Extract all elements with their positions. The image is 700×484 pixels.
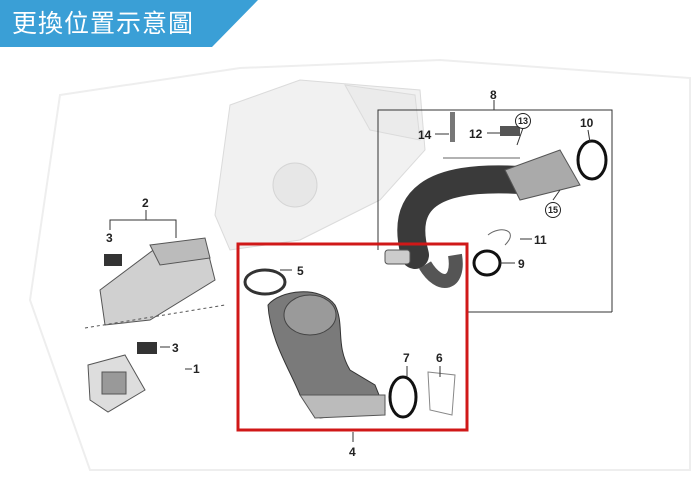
label-4: 4 [349,445,356,459]
seal-ring-9 [472,249,502,277]
label-2: 2 [142,196,149,210]
banner-title: 更換位置示意圖 [12,9,195,38]
label-14: 14 [418,128,432,142]
label-3a: 3 [106,231,113,245]
label-11: 11 [534,233,547,247]
duct-2 [99,237,216,326]
label-13: 13 [515,113,531,129]
label-3b: 3 [172,341,179,355]
seal-ring-10 [576,139,608,181]
sensor-14 [450,112,455,142]
hose-flange [504,149,581,201]
label-12: 12 [469,127,483,141]
label-6: 6 [436,351,443,365]
seal-7 [388,375,418,419]
clamp [384,249,411,265]
background-outline [28,58,691,471]
clip-6 [427,371,456,416]
inlet-1 [87,342,157,413]
label-5: 5 [297,264,304,278]
ghost-airbox [214,79,426,251]
pad-3b [137,342,157,354]
label-9: 9 [518,257,525,271]
lower-hose-4 [243,268,456,419]
label-10: 10 [580,116,594,130]
upper-hose [397,165,534,269]
label-15: 15 [545,202,561,218]
label-1: 1 [193,362,200,376]
pad-3a [104,254,122,266]
label-8: 8 [490,88,497,102]
sensor-12 [500,126,520,136]
banner-shape [0,0,258,47]
clamp-5 [243,268,287,296]
label-7: 7 [403,351,410,365]
group-8-bracket [377,109,613,312]
title-banner: 更換位置示意圖 [0,0,260,48]
highlight-box [236,242,469,432]
